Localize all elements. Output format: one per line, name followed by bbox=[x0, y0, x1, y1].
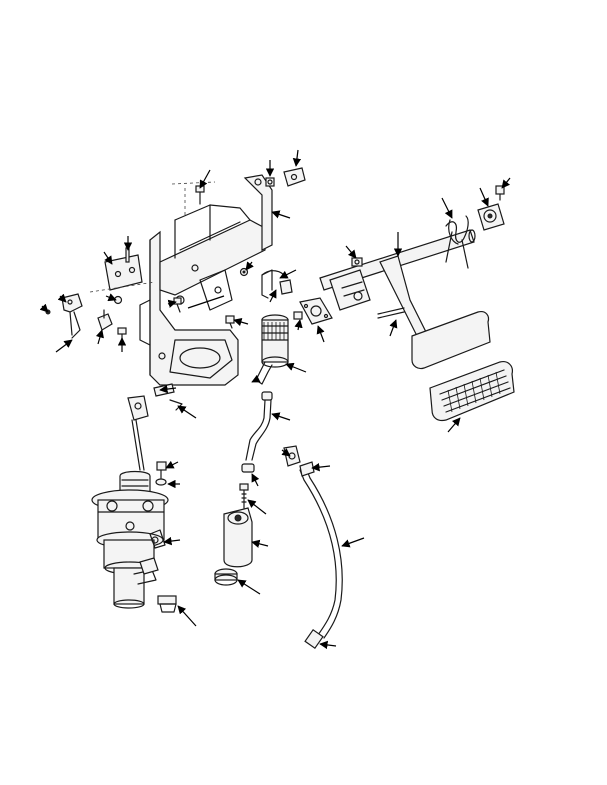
callout-leader-31 bbox=[271, 412, 291, 421]
booster-bolt bbox=[156, 461, 167, 479]
pedal-pad-plate bbox=[411, 311, 491, 370]
banjo-bolt bbox=[239, 483, 249, 509]
callout-leader-24 bbox=[501, 177, 511, 189]
callout-leader-18 bbox=[294, 319, 303, 331]
callout-leader-10 bbox=[55, 339, 73, 353]
fitting-adapter bbox=[157, 595, 177, 613]
callout-leader-26 bbox=[447, 417, 461, 433]
canister-cap bbox=[214, 568, 238, 586]
reservoir-hose bbox=[245, 391, 273, 461]
callout-leaders bbox=[39, 149, 511, 650]
stoplight-switch bbox=[61, 293, 83, 339]
callout-leader-25 bbox=[389, 319, 398, 337]
callout-leader-17 bbox=[187, 295, 225, 309]
callout-leader-38 bbox=[251, 539, 269, 548]
hose-fitting-top bbox=[299, 461, 315, 477]
callout-leader-14 bbox=[245, 261, 254, 271]
left-pin bbox=[125, 247, 130, 263]
switch-clip bbox=[97, 309, 113, 331]
callout-leader-4 bbox=[271, 210, 291, 219]
callout-leader-28 bbox=[251, 374, 261, 383]
flange-nut bbox=[293, 311, 303, 320]
callout-leader-1 bbox=[199, 169, 211, 189]
reservoir-clamp-bolt bbox=[279, 279, 293, 295]
upper-bracket-nut bbox=[265, 177, 275, 187]
pivot-bushing bbox=[477, 203, 505, 231]
callout-leader-8 bbox=[105, 293, 117, 302]
pedal-arm bbox=[329, 255, 431, 347]
bracket-top-bolt bbox=[195, 185, 205, 205]
callout-leader-20 bbox=[345, 245, 357, 259]
booster-washer bbox=[155, 478, 167, 486]
callout-leader-27 bbox=[285, 362, 307, 373]
callout-leader-39 bbox=[237, 579, 261, 595]
callout-leader-22 bbox=[441, 197, 453, 219]
callout-leader-42 bbox=[341, 537, 365, 548]
booster-cylinder bbox=[91, 470, 169, 609]
callout-leader-7 bbox=[57, 293, 67, 303]
callout-leader-43 bbox=[319, 640, 337, 650]
callout-leader-41 bbox=[311, 462, 331, 472]
stop-pin bbox=[377, 307, 405, 319]
pushrod bbox=[127, 395, 149, 471]
callout-leader-19 bbox=[316, 325, 325, 343]
callout-leader-40 bbox=[281, 448, 291, 457]
bracket-bolt-3 bbox=[173, 297, 182, 313]
canister-body bbox=[223, 507, 253, 568]
mounting-flange bbox=[299, 297, 333, 325]
callout-leader-29 bbox=[159, 384, 177, 394]
callout-leader-32 bbox=[165, 460, 179, 469]
return-spring bbox=[445, 215, 469, 269]
hose-clamp-lower bbox=[241, 463, 255, 473]
callout-leader-13 bbox=[233, 318, 249, 327]
callout-leader-34 bbox=[163, 536, 181, 546]
pedal-arm-nut bbox=[351, 257, 363, 267]
reservoir bbox=[255, 314, 289, 385]
callout-leader-35 bbox=[177, 605, 197, 627]
callout-leader-44 bbox=[39, 303, 49, 313]
pedal-pad-rubber bbox=[429, 361, 515, 422]
pedal-bracket bbox=[139, 174, 273, 386]
callout-leader-15 bbox=[279, 269, 297, 279]
fitting-elbow bbox=[139, 557, 159, 575]
callout-leader-12 bbox=[167, 299, 177, 308]
flex-hose bbox=[283, 445, 343, 650]
callout-leader-30 bbox=[177, 405, 197, 419]
callout-leader-37 bbox=[247, 499, 267, 515]
callout-leader-16 bbox=[268, 289, 277, 303]
upper-bracket-clip bbox=[283, 167, 306, 187]
cotter-pin bbox=[169, 399, 183, 411]
callout-leader-6 bbox=[103, 251, 113, 265]
callout-leader-23 bbox=[479, 187, 489, 207]
callout-leader-9 bbox=[95, 329, 104, 345]
callout-leader-36 bbox=[251, 473, 260, 487]
bracket-bolt-4 bbox=[225, 315, 235, 329]
pivot-bolt bbox=[495, 185, 505, 201]
left-plate-bracket bbox=[89, 254, 156, 293]
callout-leader-3 bbox=[292, 149, 302, 167]
